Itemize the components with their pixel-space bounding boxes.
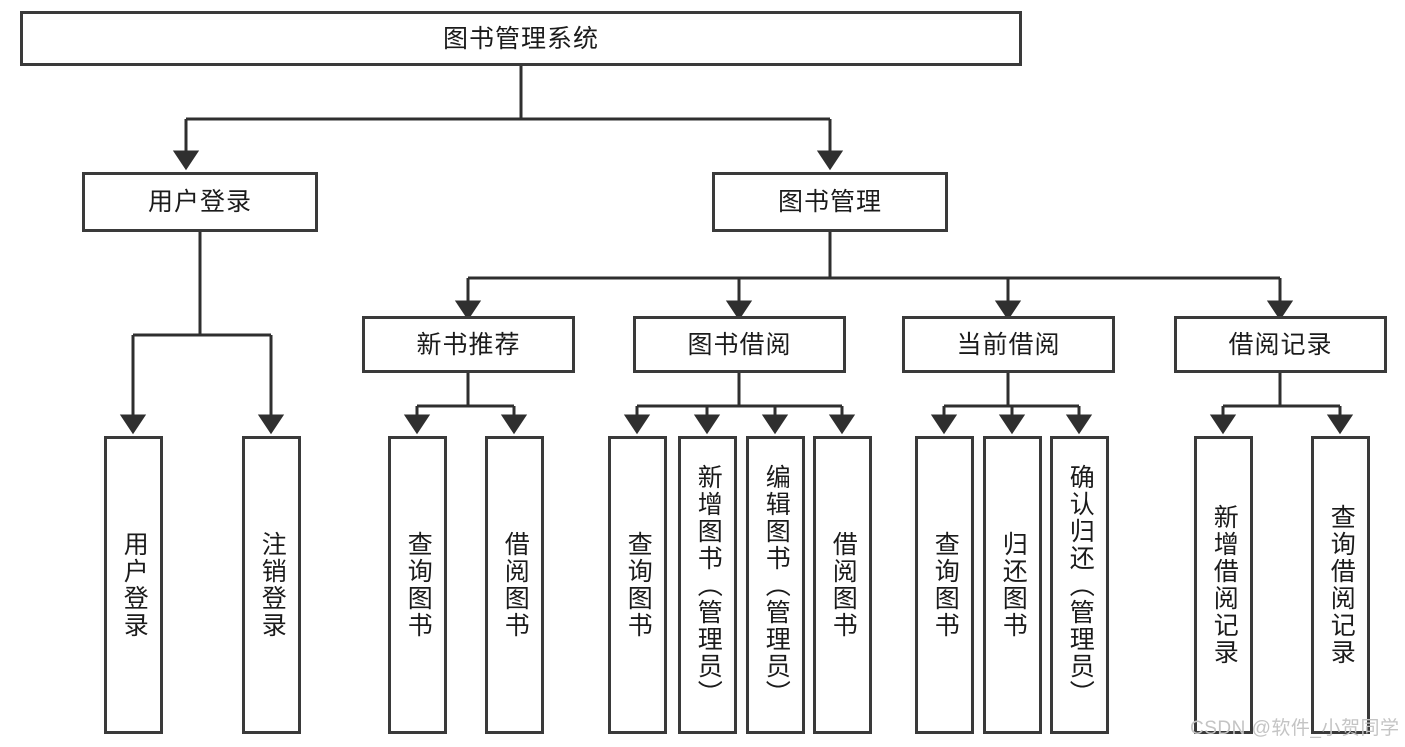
node-label: 用户登录 [147,188,252,216]
node-label: 用户登录 [120,531,149,639]
leaf-logout[interactable]: 注销登录 [242,436,301,734]
node-new-book-recommendation[interactable]: 新书推荐 [362,316,575,373]
leaf-add-book-admin[interactable]: 新增图书（管理员） [678,436,737,734]
node-label: 新书推荐 [416,330,521,359]
node-book-management[interactable]: 图书管理 [712,172,948,232]
leaf-return-books[interactable]: 归还图书 [983,436,1042,734]
node-label: 查询借阅记录 [1327,504,1356,666]
node-label: 注销登录 [258,531,287,639]
leaf-user-login[interactable]: 用户登录 [104,436,163,734]
watermark: CSDN @软件_小贺同学 [1190,718,1400,739]
leaf-query-books-current[interactable]: 查询图书 [915,436,974,734]
leaf-query-books-borrowing[interactable]: 查询图书 [608,436,667,734]
node-label: 借阅记录 [1228,330,1333,359]
node-label: 查询图书 [404,531,433,639]
node-label: 编辑图书（管理员） [762,463,791,707]
leaf-confirm-return-admin[interactable]: 确认归还（管理员） [1050,436,1109,734]
node-label: 查询图书 [624,531,653,639]
node-current-borrowing[interactable]: 当前借阅 [902,316,1115,373]
node-label: 借阅图书 [501,531,530,639]
node-label: 借阅图书 [829,531,858,639]
node-label: 图书管理 [777,188,882,216]
node-label: 新增借阅记录 [1210,504,1239,666]
node-user-login[interactable]: 用户登录 [82,172,318,232]
node-label: 新增图书（管理员） [694,463,723,707]
leaf-borrow-books-borrowing[interactable]: 借阅图书 [813,436,872,734]
node-label: 确认归还（管理员） [1066,463,1095,707]
node-label: 查询图书 [931,531,960,639]
node-borrowing-records[interactable]: 借阅记录 [1174,316,1387,373]
node-label: 图书管理系统 [442,24,599,53]
node-book-management-system[interactable]: 图书管理系统 [20,11,1022,66]
leaf-query-books-recommendation[interactable]: 查询图书 [388,436,447,734]
leaf-add-borrow-record[interactable]: 新增借阅记录 [1194,436,1253,734]
node-book-borrowing[interactable]: 图书借阅 [633,316,846,373]
node-label: 图书借阅 [687,330,792,359]
node-label: 当前借阅 [956,330,1061,359]
leaf-edit-book-admin[interactable]: 编辑图书（管理员） [746,436,805,734]
node-label: 归还图书 [999,531,1028,639]
leaf-query-borrow-record[interactable]: 查询借阅记录 [1311,436,1370,734]
leaf-borrow-books-recommendation[interactable]: 借阅图书 [485,436,544,734]
